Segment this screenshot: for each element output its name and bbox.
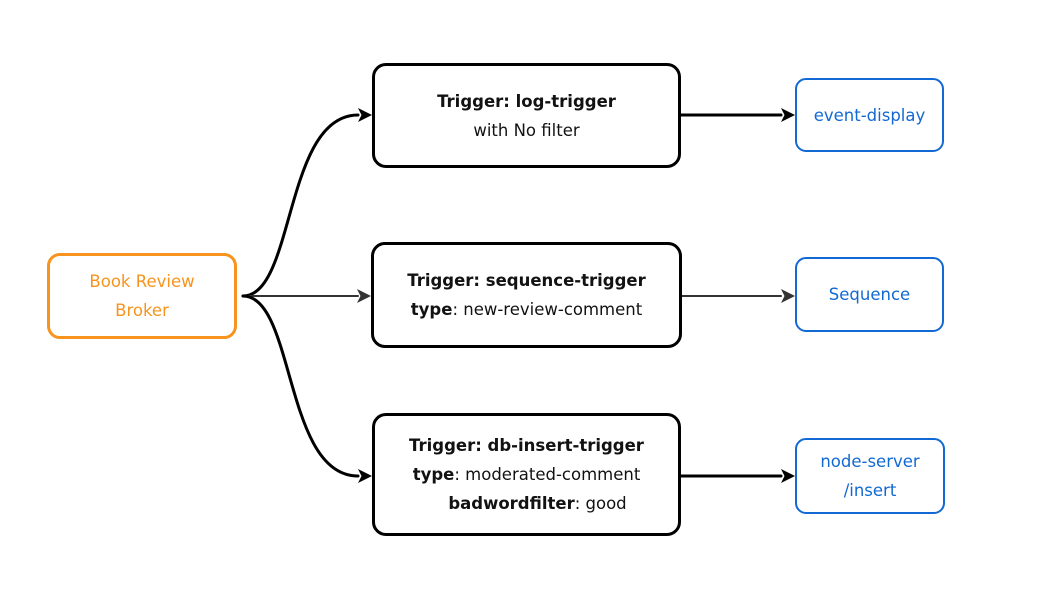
trigger-node-db-insert-trigger: Trigger: db-insert-trigger type: moderat… — [372, 413, 681, 536]
trigger-detail-rest: : new-review-comment — [452, 300, 643, 319]
sink-label: /insert — [843, 481, 897, 500]
edge-broker-to-db-insert-trigger — [241, 294, 360, 478]
trigger-detail-rest: with No filter — [473, 120, 580, 140]
trigger-title: Trigger: sequence-trigger — [407, 266, 646, 295]
trigger-detail-bold: type — [410, 300, 453, 319]
sink-label: Sequence — [828, 285, 911, 304]
arrowhead-icon — [358, 469, 372, 483]
trigger-title-bold: Trigger: sequence-trigger — [407, 271, 646, 290]
trigger-detail: with No filter — [473, 116, 579, 145]
trigger-node-log-trigger: Trigger: log-trigger with No filter — [372, 63, 681, 168]
trigger-detail: type: moderated-comment — [413, 460, 641, 489]
arrowhead-icon — [357, 289, 371, 303]
trigger-detail-bold: type — [412, 465, 455, 484]
sink-label: event-display — [813, 105, 926, 125]
trigger-node-sequence-trigger: Trigger: sequence-trigger type: new-revi… — [371, 242, 682, 348]
sink-node-sequence: Sequence — [795, 257, 944, 332]
arrowhead-icon — [358, 108, 372, 122]
trigger-detail-rest: : good — [574, 494, 627, 513]
sink-node-node-server-insert: node-server /insert — [795, 438, 945, 514]
trigger-detail: badwordfilter: good — [448, 489, 626, 518]
edge-broker-to-log-trigger — [241, 113, 360, 298]
trigger-detail: type: new-review-comment — [411, 295, 642, 324]
trigger-detail-bold: badwordfilter — [448, 494, 575, 513]
broker-label-line: Broker — [115, 301, 169, 320]
broker-node: Book Review Broker — [47, 253, 237, 339]
trigger-title: Trigger: db-insert-trigger — [409, 431, 644, 460]
trigger-title-bold: Trigger: db-insert-trigger — [409, 436, 644, 455]
trigger-detail-rest: : moderated-comment — [454, 465, 641, 484]
broker-label-line: Book Review — [89, 272, 195, 291]
arrowhead-icon — [781, 469, 795, 483]
sink-node-event-display: event-display — [795, 78, 944, 152]
sink-label: node-server — [820, 452, 920, 471]
arrowhead-icon — [781, 108, 795, 122]
trigger-title-bold: Trigger: log-trigger — [437, 91, 616, 111]
arrowhead-icon — [781, 289, 795, 303]
trigger-title: Trigger: log-trigger — [437, 87, 616, 116]
